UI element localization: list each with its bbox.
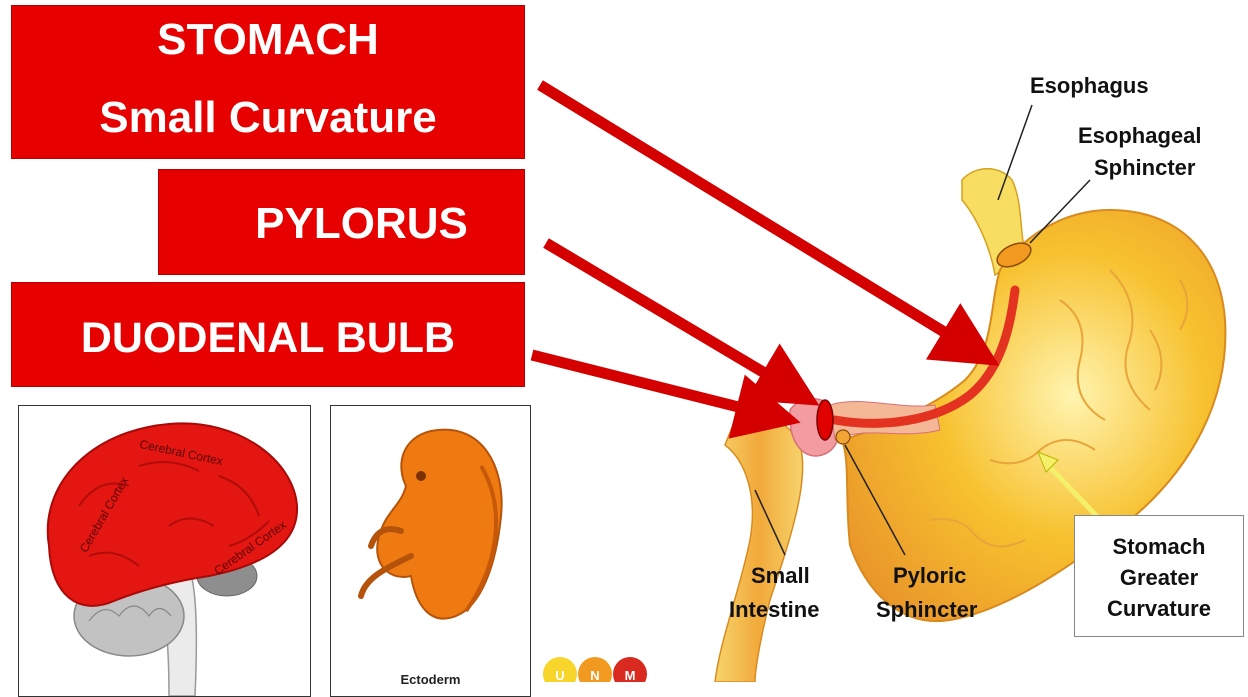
greater-curvature-line3: Curvature xyxy=(1075,593,1243,624)
unm-logo: U N M xyxy=(540,652,670,682)
logo-letter-n: N xyxy=(590,668,599,682)
red-arrows xyxy=(532,85,990,420)
arrow-stomach-small-curvature xyxy=(540,85,990,360)
esophagus-label: Esophagus xyxy=(1030,72,1149,100)
pyloric-sphincter-label-line2: Sphincter xyxy=(876,596,977,624)
pyloric-sphincter-label-line1: Pyloric xyxy=(893,562,966,590)
stomach-diagram xyxy=(0,0,1248,682)
logo-letter-m: M xyxy=(625,668,636,682)
small-intestine-shape xyxy=(715,416,803,682)
logo-letter-u: U xyxy=(555,668,564,682)
greater-curvature-line1: Stomach xyxy=(1075,531,1243,562)
greater-curvature-label: Stomach Greater Curvature xyxy=(1075,531,1243,624)
pylorus-marker xyxy=(817,400,833,440)
greater-curvature-box: Stomach Greater Curvature xyxy=(1074,515,1244,637)
small-intestine-label-line2: Intestine xyxy=(729,596,819,624)
esophageal-sphincter-label-line2: Sphincter xyxy=(1094,154,1195,182)
arrow-pylorus xyxy=(546,243,810,400)
pyloric-sphincter-marker xyxy=(836,430,850,444)
small-intestine-label-line1: Small xyxy=(751,562,810,590)
esophageal-sphincter-label-line1: Esophageal xyxy=(1078,122,1201,150)
greater-curvature-line2: Greater xyxy=(1075,562,1243,593)
